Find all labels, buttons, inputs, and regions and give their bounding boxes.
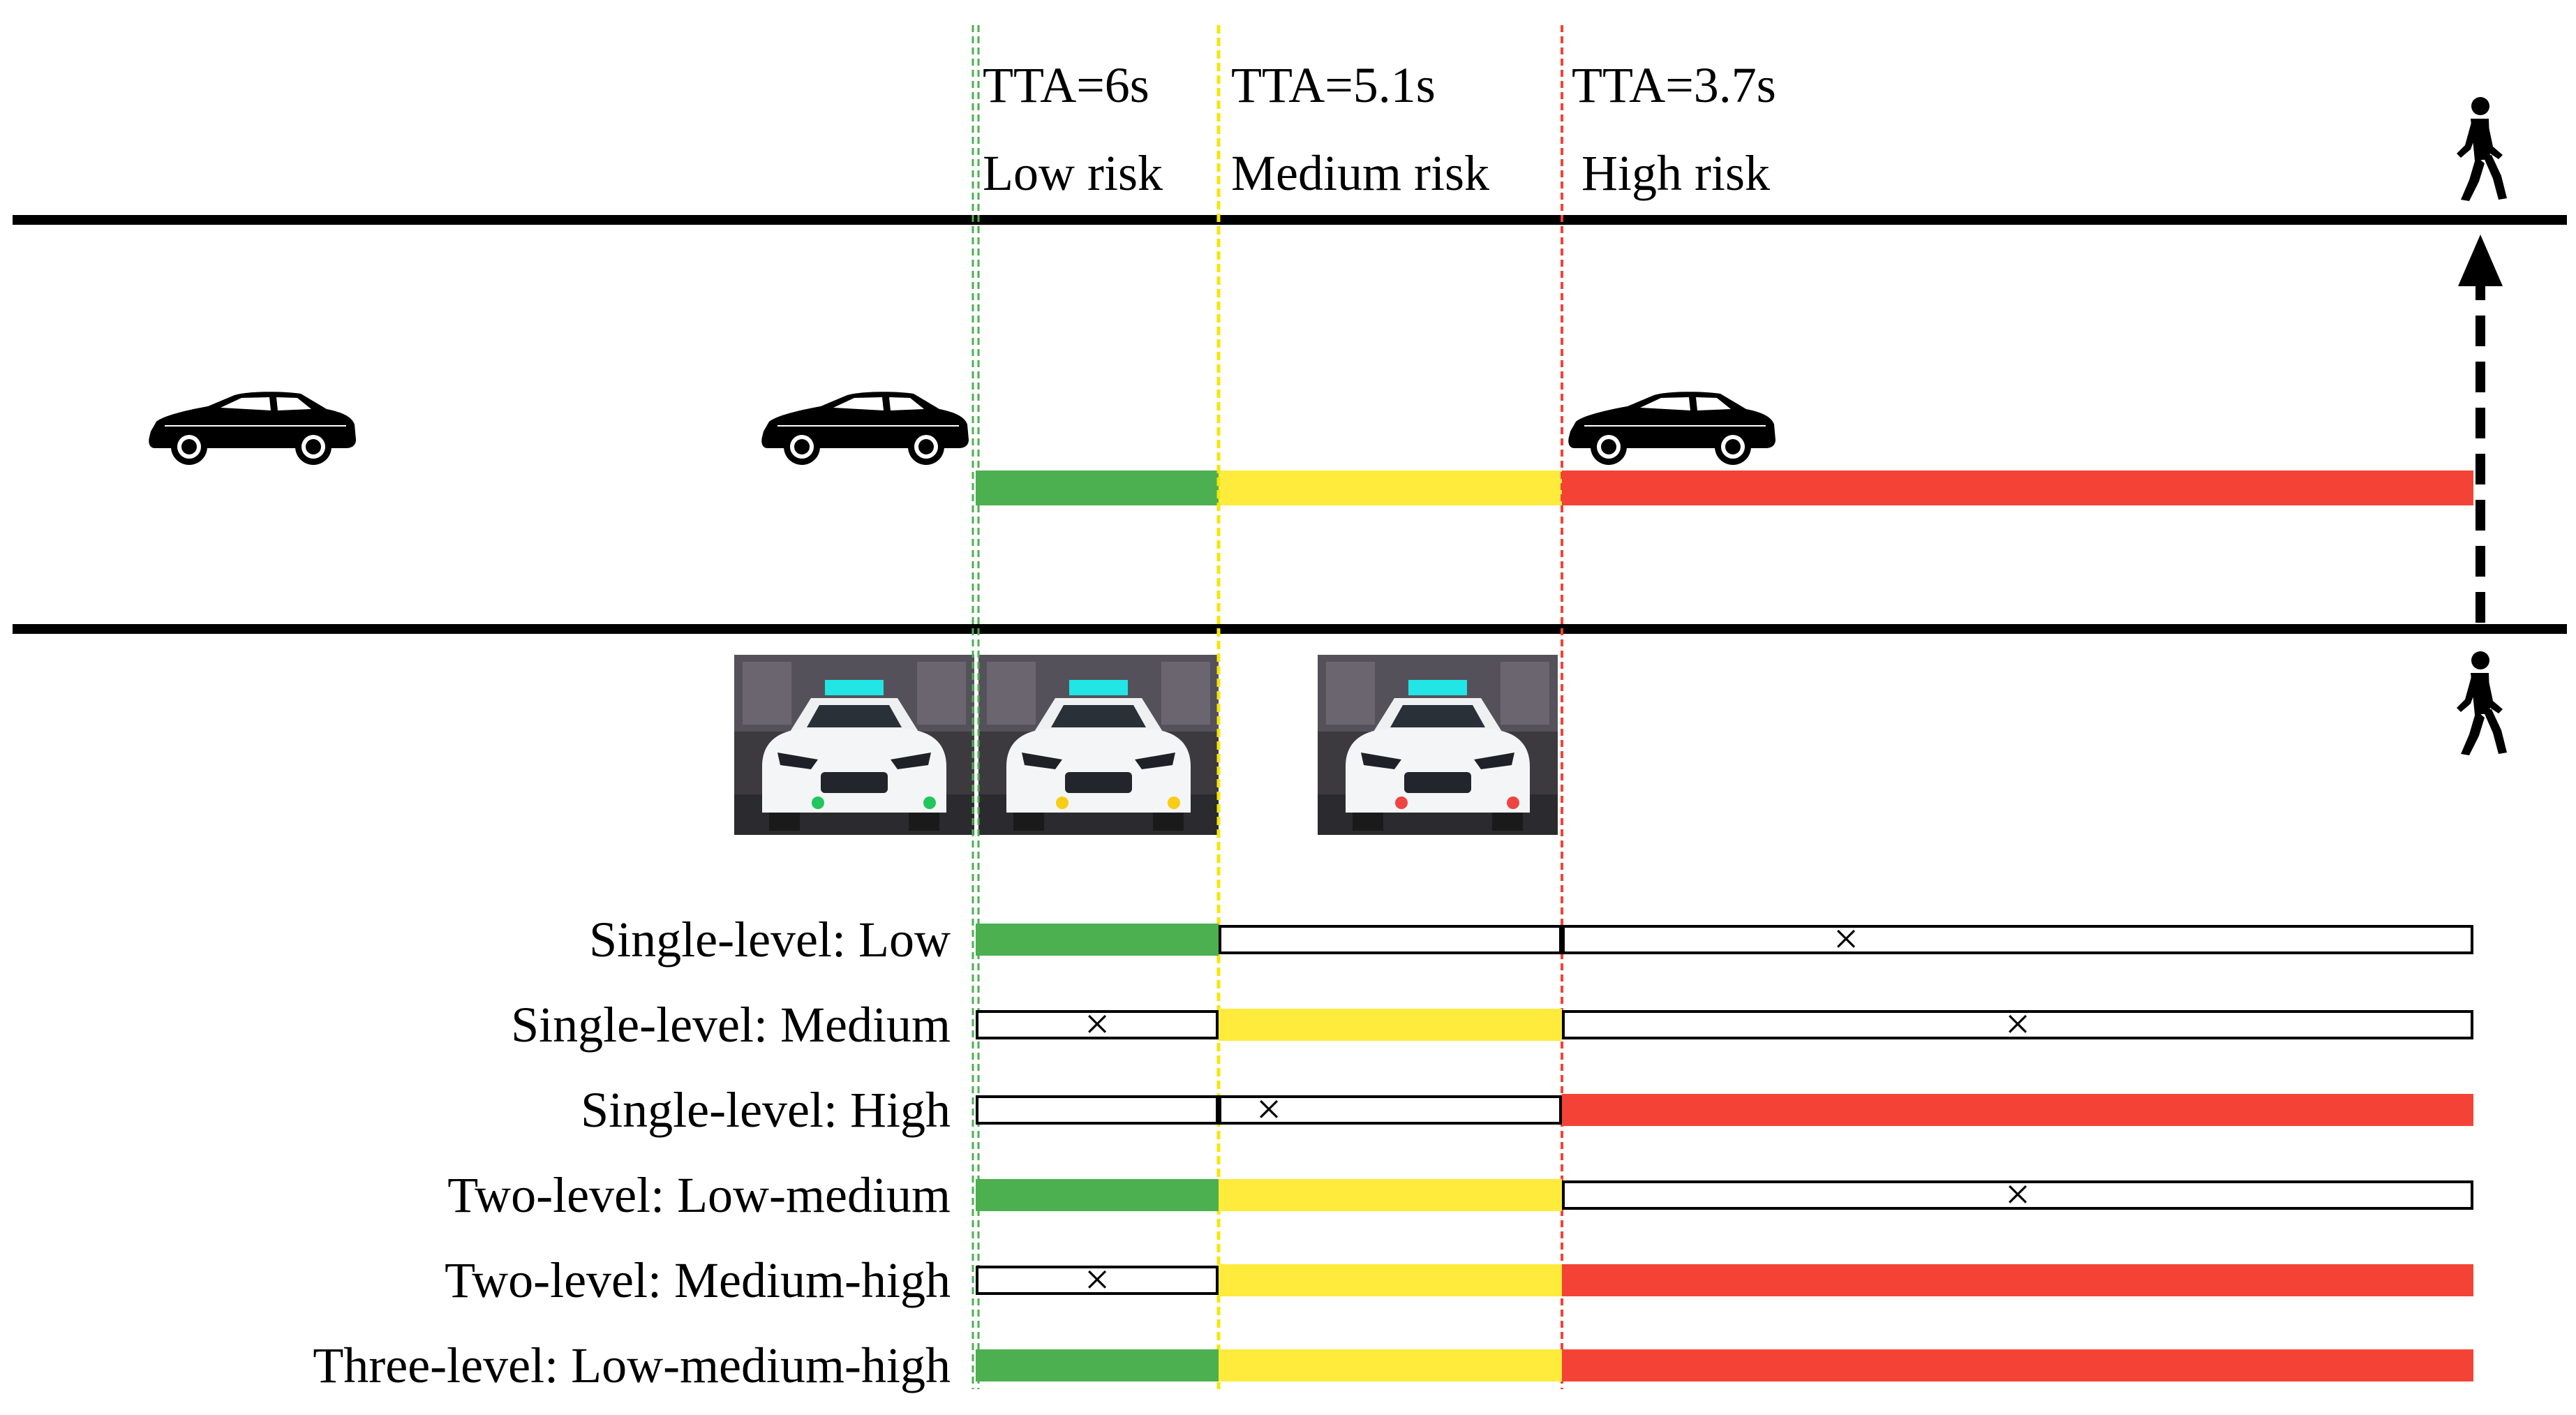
white-car-with-light-icon [1318, 655, 1558, 835]
condition-segment-off [976, 1095, 1219, 1125]
tta-label-high: TTA=3.7s [1572, 57, 1776, 113]
road-risk-bar [976, 471, 2473, 505]
condition-label: Single-level: Medium [511, 997, 951, 1053]
condition-segment-off [1219, 925, 1562, 954]
off-mark: × [1833, 914, 1859, 963]
condition-row: Two-level: Medium-high × [445, 1252, 2473, 1308]
condition-row: Single-level: Low × [589, 912, 2473, 968]
condition-segment-off [1562, 1010, 2473, 1039]
tta-label-low: TTA=6s [983, 57, 1149, 113]
white-car-with-light-icon [734, 655, 974, 835]
condition-segment-off [1219, 1095, 1562, 1125]
risk-label-low: Low risk [983, 145, 1163, 201]
condition-segment-off [976, 1010, 1219, 1039]
condition-label: Single-level: Low [589, 912, 951, 968]
road-risk-bar-low [976, 471, 1219, 505]
suv-car-icon [148, 391, 357, 466]
condition-segment-off [1562, 1180, 2473, 1210]
condition-segment-on [976, 1349, 1219, 1381]
road-risk-bar-high [1562, 471, 2473, 505]
condition-rows: Single-level: Low × Single-level: Medium × ×… [313, 912, 2473, 1393]
zone-labels: TTA=6s Low risk TTA=5.1s Medium risk TTA… [983, 57, 1776, 201]
road-edge-top [13, 215, 2567, 225]
condition-segment-off [1562, 925, 2473, 954]
condition-label: Two-level: Medium-high [445, 1252, 951, 1308]
condition-label: Three-level: Low-medium-high [313, 1338, 951, 1393]
zone-boundaries [971, 25, 1563, 1389]
condition-label: Two-level: Low-medium [447, 1167, 951, 1223]
condition-row: Three-level: Low-medium-high [313, 1338, 2473, 1393]
dashed-up-arrow-icon [2458, 235, 2503, 623]
condition-segment-on [1219, 1349, 1562, 1381]
condition-segment-on [1219, 1179, 1562, 1211]
off-mark: × [1085, 999, 1110, 1049]
ehmi-photos [734, 655, 1558, 835]
condition-segment-on [1562, 1094, 2473, 1126]
condition-row: Two-level: Low-medium × [447, 1167, 2473, 1223]
condition-segment-off [976, 1266, 1219, 1295]
condition-row: Single-level: High × [581, 1082, 2473, 1138]
off-mark: × [2005, 1169, 2030, 1219]
road-edge-bottom [13, 624, 2567, 634]
suv-car-icon [761, 391, 969, 466]
risk-label-high: High risk [1581, 145, 1770, 201]
tta-label-medium: TTA=5.1s [1231, 57, 1436, 113]
suv-car-icon [1568, 391, 1776, 466]
white-car-with-light-icon [978, 655, 1219, 835]
condition-label: Single-level: High [581, 1082, 951, 1138]
risk-label-medium: Medium risk [1231, 145, 1489, 201]
condition-segment-on [1562, 1264, 2473, 1296]
condition-segment-on [976, 1179, 1219, 1211]
walking-pedestrian-icon [2457, 651, 2507, 755]
condition-segment-on [1219, 1009, 1562, 1041]
condition-row: Single-level: Medium × × [511, 997, 2473, 1053]
off-mark: × [1256, 1084, 1281, 1134]
condition-segment-on [976, 924, 1219, 956]
walking-pedestrian-icon [2457, 97, 2507, 201]
condition-segment-on [1562, 1349, 2473, 1381]
off-mark: × [1085, 1254, 1110, 1304]
road-risk-bar-medium [1219, 471, 1562, 505]
condition-segment-on [1219, 1264, 1562, 1296]
off-mark: × [2005, 999, 2030, 1049]
